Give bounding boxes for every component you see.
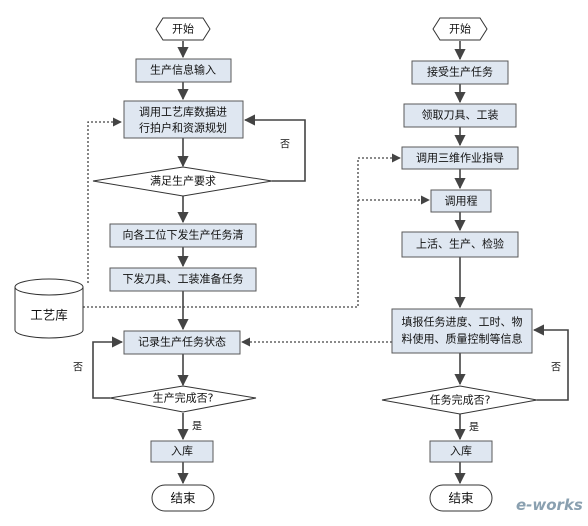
right-start-label: 开始 [449, 22, 471, 36]
arrow-decision-no-loop [243, 114, 306, 182]
plan-label-line2: 行拍户和资源规划 [139, 121, 227, 135]
accept-label: 接受生产任务 [427, 65, 493, 79]
left-start-label: 开始 [172, 22, 194, 36]
right-end-node: 结束 [429, 484, 493, 512]
left-end-node: 结束 [151, 484, 215, 512]
task-yes-label: 是 [469, 422, 479, 434]
guide-label: 调用三维作业指导 [416, 151, 504, 165]
left-flow: 开始 生产信息输入 调用工艺库数据进 行拍户和资源规划 满足生产要求 否 向各工… [73, 17, 290, 512]
input-label: 生产信息输入 [150, 63, 216, 77]
arrow-done-no-loop [92, 336, 124, 399]
production-done-label: 生产完成否? [153, 391, 214, 405]
right-end-label: 结束 [448, 491, 474, 506]
guide-box: 调用三维作业指导 [401, 146, 519, 170]
work-label: 上活、生产、检验 [416, 237, 504, 251]
connectors [83, 41, 569, 485]
process-database: 工艺库 [14, 278, 84, 339]
watermark-logo: e-works [516, 496, 583, 514]
right-store-label: 入库 [450, 445, 472, 458]
input-box: 生产信息输入 [135, 58, 232, 83]
right-store-box: 入库 [429, 440, 493, 463]
database-label: 工艺库 [30, 308, 68, 323]
receive-label: 领取刀具、工装 [422, 109, 499, 122]
production-done-decision: 生产完成否? [109, 385, 257, 413]
arrow-r-done-no-loop [532, 324, 569, 401]
fill-label-line2: 料使用、质量控制等信息 [402, 332, 523, 346]
task-done-label: 任务完成否? [430, 393, 491, 407]
left-store-box: 入库 [150, 440, 214, 463]
work-box: 上活、生产、检验 [401, 231, 519, 258]
issue-label: 向各工位下发生产任务清 [123, 228, 244, 242]
receive-box: 领取刀具、工装 [403, 103, 517, 128]
left-end-label: 结束 [170, 491, 196, 506]
right-flow: 开始 接受生产任务 领取刀具、工装 调用三维作业指导 调用程 上活、生产、检验 … [381, 17, 561, 512]
requirement-no-label: 否 [280, 139, 290, 151]
accept-box: 接受生产任务 [411, 60, 509, 85]
link-db-to-plan [87, 117, 122, 283]
plan-label-line1: 调用工艺库数据进 [139, 105, 227, 119]
fill-label-line1: 填报任务进度、工时、物 [402, 315, 523, 329]
right-start-node: 开始 [432, 17, 488, 41]
requirement-decision-label: 满足生产要求 [150, 174, 216, 188]
production-yes-label: 是 [192, 421, 202, 433]
task-no-label: 否 [551, 362, 561, 374]
tools-box: 下发刀具、工装准备任务 [109, 267, 257, 292]
record-box: 记录生产任务状态 [123, 330, 241, 355]
plan-box: 调用工艺库数据进 行拍户和资源规划 [123, 100, 244, 139]
task-done-decision: 任务完成否? [381, 385, 538, 415]
link-db-to-guide [83, 153, 401, 308]
tools-label: 下发刀具、工装准备任务 [123, 272, 244, 286]
program-box: 调用程 [430, 189, 492, 213]
record-label: 记录生产任务状态 [138, 335, 226, 349]
program-label: 调用程 [445, 195, 478, 208]
issue-box: 向各工位下发生产任务清 [109, 223, 257, 248]
production-no-label: 否 [73, 362, 83, 374]
fill-report-box: 填报任务进度、工时、物 料使用、质量控制等信息 [391, 308, 533, 354]
left-store-label: 入库 [171, 445, 193, 458]
left-start-node: 开始 [155, 17, 211, 41]
requirement-decision: 满足生产要求 [92, 166, 273, 197]
